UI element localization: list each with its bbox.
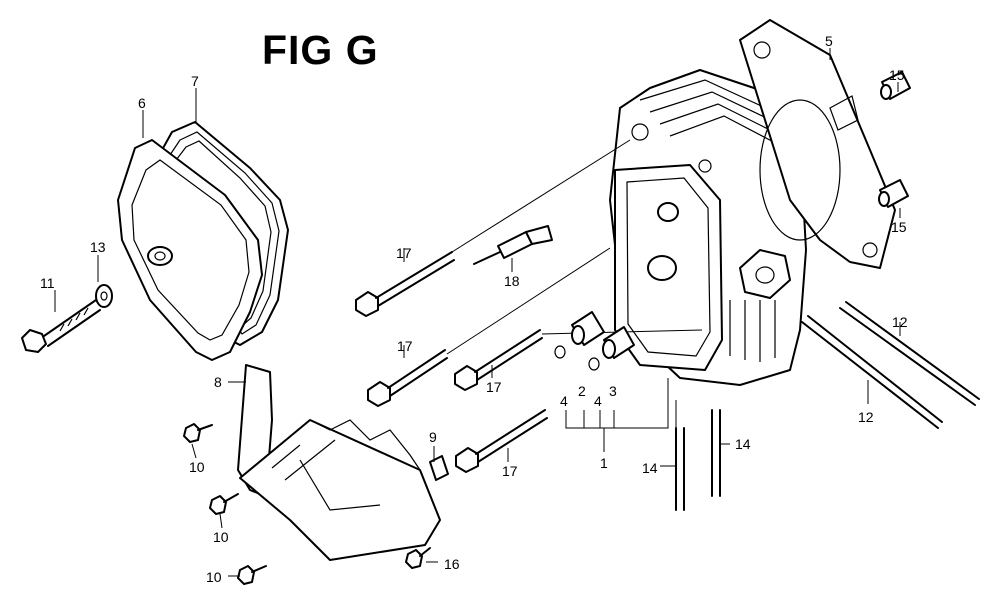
callout-17c: 17 <box>486 379 502 395</box>
spark-plug <box>473 225 553 265</box>
guide-clip <box>588 357 600 371</box>
stud-bolt <box>711 409 721 497</box>
callout-16: 16 <box>444 556 460 572</box>
callout-7: 7 <box>191 73 199 89</box>
flange-bolt <box>237 565 267 585</box>
callout-17b: 17 <box>397 338 413 354</box>
cover-bolt-boss <box>147 246 173 266</box>
bracket-clip <box>429 455 449 481</box>
callout-8: 8 <box>214 374 222 390</box>
air-guide-bracket <box>237 364 441 561</box>
callout-6: 6 <box>138 95 146 111</box>
callout-12a: 12 <box>892 314 908 330</box>
head-bolt <box>367 349 448 407</box>
callout-4b: 4 <box>594 393 602 409</box>
leader-line <box>219 513 223 529</box>
callout-14a: 14 <box>642 460 658 476</box>
callout-15a: 15 <box>889 67 905 83</box>
cover-bolt <box>21 299 101 353</box>
valve-guide <box>571 311 605 346</box>
leader-line <box>565 378 669 429</box>
callout-3: 3 <box>609 383 617 399</box>
callout-5: 5 <box>825 33 833 49</box>
callout-2: 2 <box>578 383 586 399</box>
callout-17a: 17 <box>396 245 412 261</box>
long-stud <box>801 315 943 429</box>
dowel-pin <box>880 71 911 100</box>
long-stud <box>839 301 980 406</box>
callout-14b: 14 <box>735 436 751 452</box>
leader-line <box>446 247 611 355</box>
head-bolt <box>355 251 455 317</box>
rocker-cover <box>117 139 263 361</box>
callout-12b: 12 <box>858 409 874 425</box>
flange-bolt <box>209 493 239 515</box>
stud-bolt <box>675 400 685 511</box>
flange-bolt <box>405 547 431 569</box>
callout-15b: 15 <box>891 219 907 235</box>
callout-1: 1 <box>600 455 608 471</box>
callout-18: 18 <box>504 273 520 289</box>
head-bolt <box>455 409 548 473</box>
sealing-washer <box>95 284 113 308</box>
callout-4a: 4 <box>560 393 568 409</box>
dowel-pin <box>878 179 909 208</box>
head-gasket <box>739 19 896 269</box>
callout-10b: 10 <box>213 529 229 545</box>
callout-11: 11 <box>40 275 55 291</box>
guide-clip <box>554 345 566 359</box>
valve-guide <box>602 326 635 359</box>
leader-line <box>191 443 197 459</box>
leader-line <box>451 139 631 253</box>
callout-13: 13 <box>90 239 106 255</box>
callout-9: 9 <box>429 429 437 445</box>
callout-17d: 17 <box>502 463 518 479</box>
callout-10a: 10 <box>189 459 205 475</box>
head-bolt <box>454 329 543 391</box>
figure-title: FIG G <box>262 27 379 73</box>
flange-bolt <box>183 423 213 443</box>
cylinder-head <box>609 69 807 386</box>
callout-10c: 10 <box>206 569 222 585</box>
